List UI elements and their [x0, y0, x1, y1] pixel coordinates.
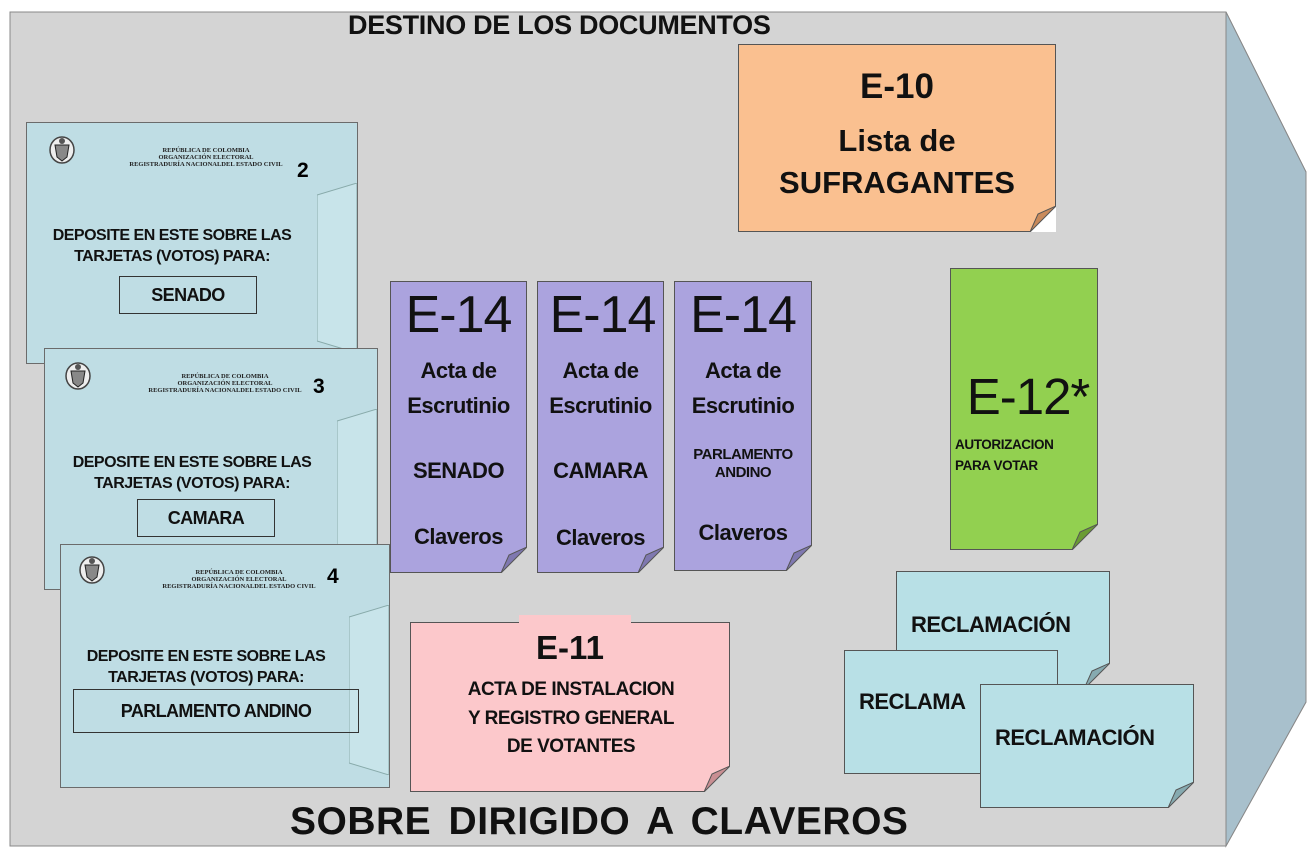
e12-code: E-12*	[966, 368, 1091, 425]
page-fold-icon	[1168, 782, 1194, 808]
page-fold-icon	[1030, 206, 1056, 232]
e14-footer: Claveros	[556, 525, 645, 550]
page-fold-icon	[501, 547, 527, 573]
e10-code: E-10	[860, 67, 934, 106]
envelope-header: REPÚBLICA DE COLOMBIA ORGANIZACIÓN ELECT…	[162, 569, 316, 590]
e14-camara-document: E-14 Acta de Escrutinio CAMARA Claveros	[537, 281, 664, 573]
e14-line2: Escrutinio	[549, 393, 652, 418]
e12-line1: AUTORIZACION	[955, 437, 1054, 452]
reclamacion-label: RECLAMACIÓN	[995, 725, 1155, 750]
e14-line1: Acta de	[705, 358, 781, 383]
envelope-senado: REPÚBLICA DE COLOMBIA ORGANIZACIÓN ELECT…	[26, 122, 358, 364]
e14-parlamento-andino-document: E-14 Acta de Escrutinio PARLAMENTO ANDIN…	[674, 281, 812, 571]
envelope-target-label: CAMARA	[137, 499, 275, 537]
coat-of-arms-icon	[79, 556, 105, 584]
e14-line1: Acta de	[420, 358, 497, 383]
envelope-target-label: PARLAMENTO ANDINO	[73, 689, 359, 733]
page-fold-icon	[1072, 524, 1098, 550]
reclamacion-document: RECLAMACIÓN	[980, 684, 1194, 808]
e14-code: E-14	[690, 286, 797, 344]
e14-corporation: SENADO	[412, 458, 505, 483]
e14-line1: Acta de	[562, 358, 639, 383]
envelope-instruction: DEPOSITE EN ESTE SOBRE LAS TARJETAS (VOT…	[86, 648, 326, 686]
e10-document: E-10 Lista de SUFRAGANTES	[738, 44, 1056, 232]
e11-line1: ACTA DE INSTALACION	[467, 679, 675, 700]
page-fold-icon	[1084, 663, 1110, 689]
e14-line2: Escrutinio	[407, 393, 510, 418]
e11-code: E-11	[536, 629, 604, 666]
coat-of-arms-icon	[49, 136, 75, 164]
footer-title: SOBRE DIRIGIDO A CLAVEROS	[290, 800, 909, 843]
envelope-number: 4	[327, 565, 339, 588]
coat-of-arms-icon	[65, 362, 91, 390]
page-fold-icon	[638, 547, 664, 573]
envelope-flap	[337, 409, 377, 579]
envelope-target-label: SENADO	[119, 276, 257, 314]
e14-line2: Escrutinio	[691, 393, 795, 418]
e12-line2: PARA VOTAR	[955, 458, 1038, 473]
envelope-parlamento-andino: REPÚBLICA DE COLOMBIA ORGANIZACIÓN ELECT…	[60, 544, 390, 788]
envelope-header: REPÚBLICA DE COLOMBIA ORGANIZACIÓN ELECT…	[148, 373, 302, 394]
e12-document: E-12* AUTORIZACION PARA VOTAR	[950, 268, 1098, 550]
envelope-number: 2	[297, 159, 309, 182]
e10-line2: SUFRAGANTES	[779, 165, 1015, 200]
page-title: DESTINO DE LOS DOCUMENTOS	[348, 10, 771, 40]
reclamacion-label: RECLAMA	[859, 689, 966, 714]
envelope-flap	[349, 605, 389, 775]
e11-line2: Y REGISTRO GENERAL	[467, 708, 675, 729]
e10-line1: Lista de	[838, 123, 956, 158]
e14-corporation: PARLAMENTO ANDINO	[693, 446, 793, 481]
envelope-number: 3	[313, 375, 325, 398]
e14-footer: Claveros	[414, 524, 503, 549]
e11-document: E-11 ACTA DE INSTALACION Y REGISTRO GENE…	[410, 615, 730, 792]
e14-footer: Claveros	[698, 520, 788, 545]
envelope-instruction: DEPOSITE EN ESTE SOBRE LAS TARJETAS (VOT…	[52, 227, 292, 265]
e11-tab	[519, 615, 631, 623]
envelope-instruction: DEPOSITE EN ESTE SOBRE LAS TARJETAS (VOT…	[72, 454, 312, 492]
e14-corporation: CAMARA	[553, 458, 648, 483]
page-fold-icon	[786, 545, 812, 571]
envelope-header: REPÚBLICA DE COLOMBIA ORGANIZACIÓN ELECT…	[129, 147, 283, 168]
envelope-flap	[317, 183, 357, 353]
page-fold-icon	[704, 766, 730, 792]
reclamacion-label: RECLAMACIÓN	[911, 612, 1071, 637]
e11-line3: DE VOTANTES	[506, 736, 636, 757]
e14-senado-document: E-14 Acta de Escrutinio SENADO Claveros	[390, 281, 527, 573]
e14-code: E-14	[549, 286, 657, 344]
e14-code: E-14	[405, 286, 513, 344]
